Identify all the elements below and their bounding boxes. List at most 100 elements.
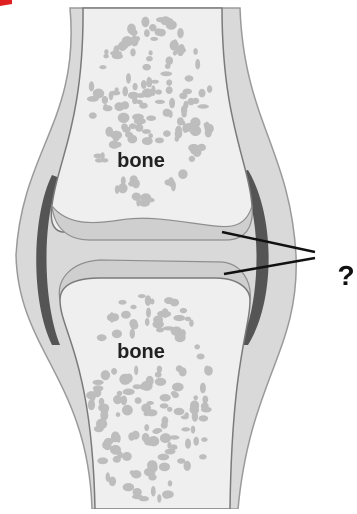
spongy-bone-pore: [139, 103, 148, 109]
corner-mark: [0, 0, 12, 6]
spongy-bone-pore: [146, 115, 156, 121]
spongy-bone-pore: [207, 85, 212, 93]
spongy-bone-pore: [178, 44, 185, 54]
spongy-bone-pore: [192, 406, 199, 414]
spongy-bone-pore: [141, 17, 149, 28]
spongy-bone-pore: [103, 54, 108, 59]
spongy-bone-pore: [111, 431, 120, 442]
spongy-bone-pore: [155, 378, 166, 386]
spongy-bone-pore: [127, 24, 136, 35]
spongy-bone-pore: [129, 319, 137, 328]
spongy-bone-pore: [161, 422, 168, 429]
spongy-bone-pore: [157, 29, 166, 37]
spongy-bone-pore: [93, 380, 104, 385]
spongy-bone-pore: [170, 299, 179, 307]
question-mark-label: ?: [337, 260, 354, 291]
spongy-bone-pore: [170, 40, 179, 51]
spongy-bone-pore: [105, 127, 113, 137]
spongy-bone-pore: [200, 383, 206, 394]
spongy-bone-pore: [204, 366, 209, 375]
spongy-bone-pore: [113, 456, 121, 463]
spongy-bone-pore: [190, 125, 201, 136]
spongy-bone-pore: [189, 156, 195, 162]
spongy-bone-pore: [199, 454, 207, 459]
spongy-bone-pore: [135, 397, 142, 404]
spongy-bone-pore: [109, 477, 116, 487]
spongy-bone-pore: [165, 63, 171, 68]
spongy-bone-pore: [148, 474, 156, 481]
spongy-bone-pore: [160, 394, 171, 401]
spongy-bone-pore: [170, 328, 181, 333]
spongy-bone-pore: [93, 385, 104, 391]
spongy-bone-pore: [142, 129, 151, 134]
spongy-bone-pore: [170, 435, 180, 439]
spongy-bone-pore: [193, 395, 198, 400]
spongy-bone-pore: [135, 124, 143, 132]
spongy-bone-pore: [146, 409, 158, 416]
spongy-bone-pore: [148, 133, 153, 138]
lower-bone-label: bone: [117, 341, 165, 363]
spongy-bone-pore: [201, 437, 207, 442]
spongy-bone-pore: [104, 49, 108, 54]
spongy-bone-pore: [197, 104, 209, 108]
spongy-bone-pore: [142, 64, 151, 71]
spongy-bone-pore: [180, 308, 187, 313]
spongy-bone-pore: [123, 389, 135, 396]
spongy-bone-pore: [130, 305, 136, 310]
spongy-bone-pore: [139, 496, 149, 501]
spongy-bone-pore: [188, 98, 195, 105]
spongy-bone-pore: [93, 89, 104, 99]
spongy-bone-pore: [99, 65, 106, 69]
spongy-bone-pore: [174, 408, 185, 415]
spongy-bone-pore: [199, 415, 209, 421]
spongy-bone-pore: [181, 105, 187, 115]
spongy-bone-pore: [160, 403, 169, 408]
spongy-bone-pore: [167, 407, 172, 412]
spongy-bone-pore: [102, 96, 108, 104]
spongy-bone-pore: [123, 483, 134, 491]
spongy-bone-pore: [113, 395, 122, 404]
spongy-bone-pore: [133, 488, 142, 497]
spongy-bone-pore: [114, 102, 124, 111]
spongy-bone-pore: [168, 480, 173, 486]
spongy-bone-pore: [178, 169, 187, 179]
spongy-bone-pore: [118, 300, 126, 305]
spongy-bone-pore: [126, 73, 131, 84]
spongy-bone-pore: [116, 412, 121, 417]
spongy-bone-pore: [150, 37, 158, 41]
spongy-bone-pore: [121, 311, 131, 319]
spongy-bone-pore: [199, 89, 206, 98]
spongy-bone-pore: [191, 426, 196, 434]
spongy-bone-pore: [141, 80, 147, 89]
spongy-bone-pore: [157, 366, 162, 373]
spongy-bone-pore: [115, 87, 119, 92]
spongy-bone-pore: [121, 123, 128, 130]
spongy-bone-pore: [197, 354, 205, 360]
spongy-bone-pore: [136, 93, 145, 98]
spongy-bone-pore: [170, 444, 177, 450]
spongy-bone-pore: [172, 383, 184, 392]
spongy-bone-pore: [177, 28, 184, 38]
spongy-bone-pore: [160, 433, 171, 443]
spongy-bone-pore: [146, 308, 151, 318]
spongy-bone-pore: [202, 396, 208, 404]
spongy-bone-pore: [130, 329, 135, 339]
spongy-bone-pore: [189, 319, 194, 326]
spongy-bone-pore: [155, 100, 165, 104]
spongy-bone-pore: [166, 79, 172, 85]
spongy-bone-pore: [147, 401, 154, 405]
spongy-bone-pore: [122, 452, 132, 461]
spongy-bone-pore: [151, 80, 159, 84]
spongy-bone-pore: [133, 83, 138, 90]
spongy-bone-pore: [125, 374, 132, 383]
spongy-bone-pore: [100, 410, 108, 421]
spongy-bone-pore: [99, 398, 105, 406]
spongy-bone-pore: [136, 198, 140, 207]
spongy-bone-pore: [177, 458, 185, 464]
spongy-bone-pore: [159, 463, 170, 472]
spongy-bone-pore: [193, 146, 202, 157]
spongy-bone-pore: [194, 344, 200, 349]
spongy-bone-pore: [145, 318, 150, 326]
spongy-bone-pore: [160, 71, 172, 76]
spongy-bone-pore: [110, 312, 115, 323]
